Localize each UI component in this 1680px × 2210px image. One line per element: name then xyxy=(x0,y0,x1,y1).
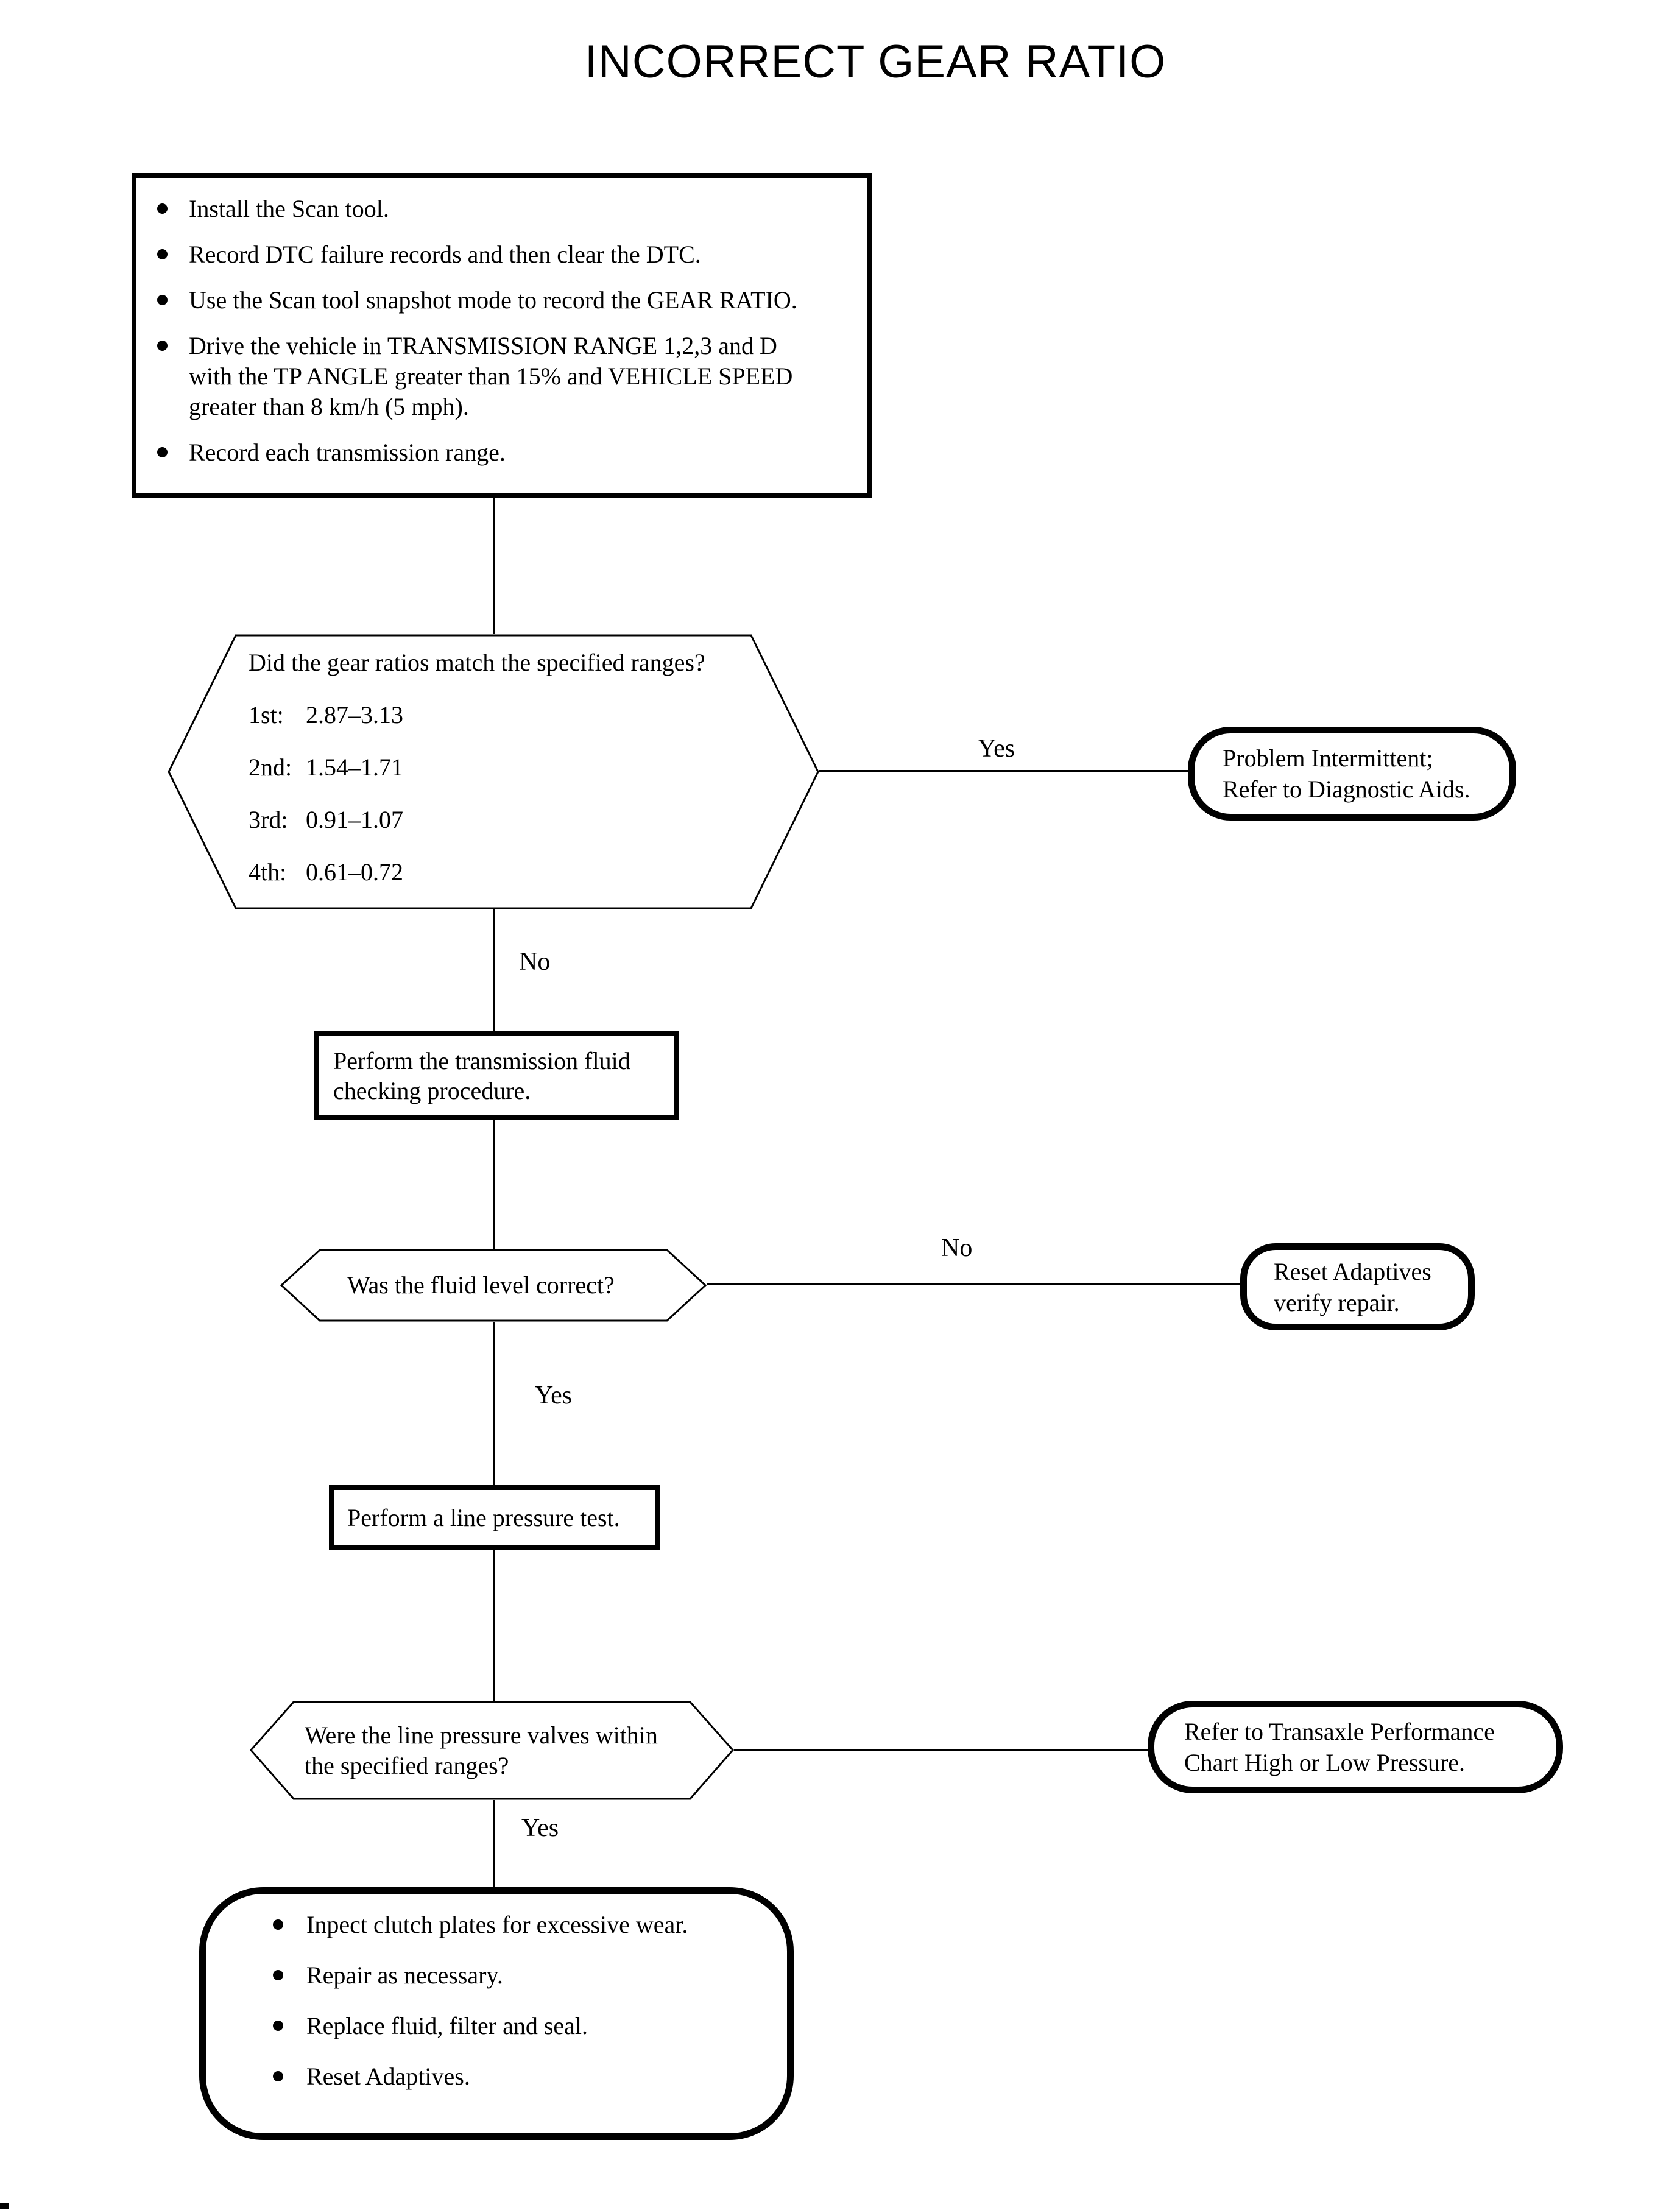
node-setup-steps: Install the Scan tool. Record DTC failur… xyxy=(132,173,872,498)
edge-label-no: No xyxy=(941,1234,973,1262)
hexagon-outline xyxy=(280,1249,707,1322)
list-item: Repair as necessary. xyxy=(273,1960,770,1991)
list-item: Replace fluid, filter and seal. xyxy=(273,2011,770,2041)
page-title: INCORRECT GEAR RATIO xyxy=(584,36,1166,88)
fluid-level-question-block: Was the fluid level correct? xyxy=(347,1249,615,1322)
list-item: Record each transmission range. xyxy=(157,437,849,468)
connector-setup-to-gear-decision xyxy=(493,498,495,634)
connector-line-pressure-decision-to-final-actions xyxy=(493,1800,495,1887)
process-text: Perform a line pressure test. xyxy=(347,1503,620,1531)
connector-fluid-procedure-to-fluid-decision xyxy=(493,1120,495,1249)
connector-fluid-decision-to-reset-adaptives xyxy=(707,1283,1240,1285)
connector-fluid-decision-to-line-pressure-test xyxy=(493,1322,495,1489)
connector-line-pressure-decision-to-transaxle-chart xyxy=(734,1749,1148,1751)
terminal-text: Problem Intermittent; Refer to Diagnosti… xyxy=(1223,744,1470,803)
setup-steps-list: Install the Scan tool. Record DTC failur… xyxy=(136,178,867,468)
terminal-problem-intermittent: Problem Intermittent; Refer to Diagnosti… xyxy=(1188,727,1516,821)
gear-label: 1st: xyxy=(249,701,284,729)
decision-question: Was the fluid level correct? xyxy=(347,1271,615,1299)
edge-label-yes: Yes xyxy=(978,735,1015,763)
connector-gear-decision-to-problem-intermittent xyxy=(819,770,1188,772)
decision-question: Did the gear ratios match the specified … xyxy=(249,649,705,676)
node-fluid-checking-procedure: Perform the transmission fluid checking … xyxy=(314,1031,679,1120)
terminal-reset-adaptives: Reset Adaptives verify repair. xyxy=(1240,1243,1475,1330)
gear-range-row: 2nd: 1.54–1.71 xyxy=(249,752,705,783)
connector-gear-decision-to-fluid-procedure xyxy=(493,909,495,1031)
gear-range-value: 0.91–1.07 xyxy=(306,806,403,833)
gear-range-row: 3rd: 0.91–1.07 xyxy=(249,805,705,835)
process-text: Perform the transmission fluid checking … xyxy=(333,1047,630,1104)
list-item: Reset Adaptives. xyxy=(273,2061,770,2092)
edge-label-yes: Yes xyxy=(521,1814,559,1842)
decision-question: Were the line pressure valves within the… xyxy=(305,1721,658,1779)
decision-fluid-level-hexagon: Was the fluid level correct? xyxy=(280,1249,707,1322)
list-item: Install the Scan tool. xyxy=(157,194,849,224)
gear-range-value: 1.54–1.71 xyxy=(306,754,403,781)
terminal-transaxle-performance-chart: Refer to Transaxle Performance Chart Hig… xyxy=(1148,1701,1563,1793)
node-line-pressure-test: Perform a line pressure test. xyxy=(329,1485,660,1550)
gear-range-row: 4th: 0.61–0.72 xyxy=(249,857,705,888)
gear-range-value: 2.87–3.13 xyxy=(306,701,403,729)
terminal-final-actions: Inpect clutch plates for excessive wear.… xyxy=(199,1887,794,2140)
gear-ratio-question-block: Did the gear ratios match the specified … xyxy=(249,648,705,909)
gear-range-value: 0.61–0.72 xyxy=(306,858,403,886)
gear-range-row: 1st: 2.87–3.13 xyxy=(249,700,705,730)
terminal-text: Reset Adaptives verify repair. xyxy=(1274,1257,1431,1316)
gear-label: 4th: xyxy=(249,858,287,886)
scan-artifact xyxy=(0,2203,9,2209)
edge-label-no: No xyxy=(519,948,551,976)
list-item: Inpect clutch plates for excessive wear. xyxy=(273,1910,770,1940)
hexagon-outline xyxy=(250,1701,734,1800)
list-item: Drive the vehicle in TRANSMISSION RANGE … xyxy=(157,331,849,422)
list-item: Record DTC failure records and then clea… xyxy=(157,239,849,270)
decision-line-pressure-hexagon: Were the line pressure valves within the… xyxy=(250,1701,734,1800)
decision-gear-ratio-hexagon: Did the gear ratios match the specified … xyxy=(168,634,819,909)
list-item: Use the Scan tool snapshot mode to recor… xyxy=(157,285,849,316)
terminal-text: Refer to Transaxle Performance Chart Hig… xyxy=(1184,1718,1495,1776)
line-pressure-question-block: Were the line pressure valves within the… xyxy=(305,1701,658,1800)
connector-line-pressure-test-to-line-pressure-decision xyxy=(493,1550,495,1701)
gear-label: 2nd: xyxy=(249,754,292,781)
final-actions-list: Inpect clutch plates for excessive wear.… xyxy=(206,1894,787,2092)
edge-label-yes: Yes xyxy=(535,1382,573,1410)
gear-label: 3rd: xyxy=(249,806,288,833)
hexagon-outline xyxy=(168,634,819,909)
